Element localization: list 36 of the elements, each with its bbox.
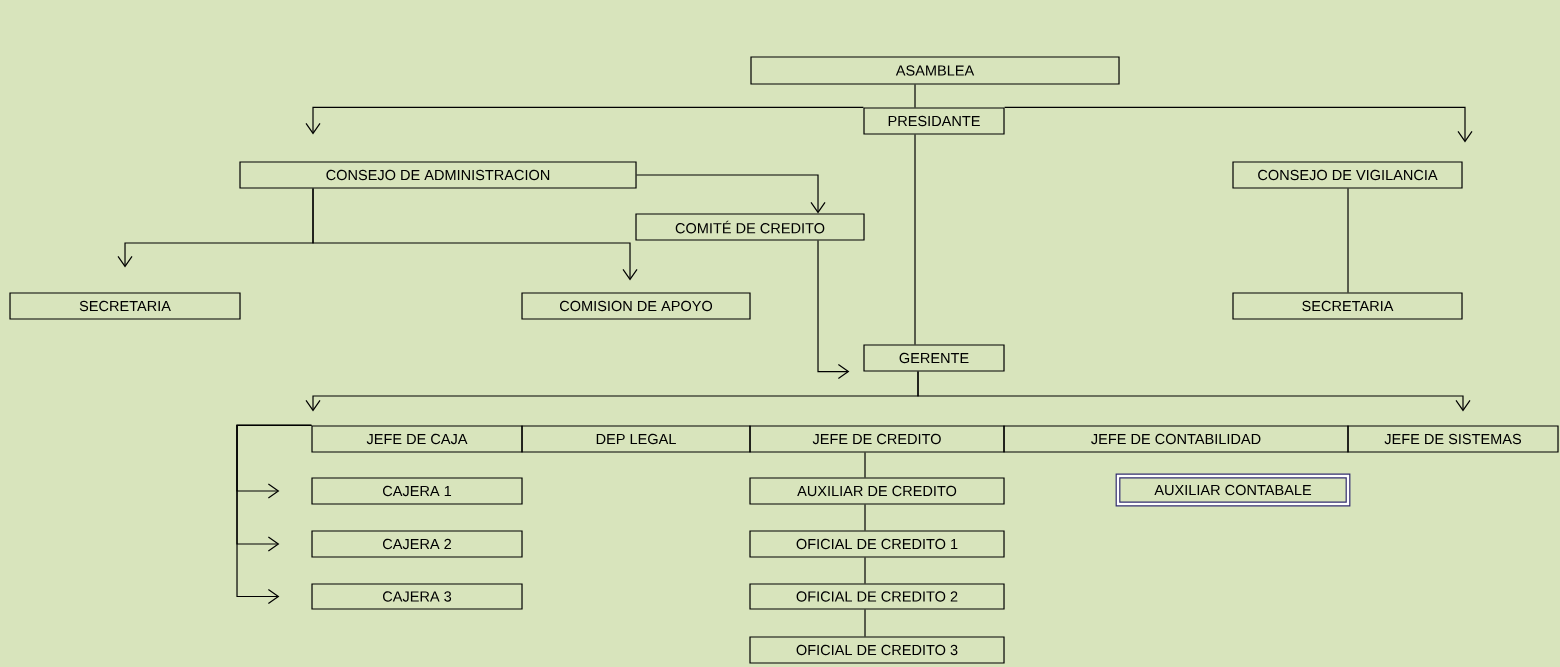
org-box: JEFE DE SISTEMAS (1347, 425, 1559, 453)
org-box: GERENTE (863, 344, 1005, 372)
org-box: CAJERA 3 (311, 583, 523, 610)
arrow (312, 188, 638, 281)
org-box: CONSEJO DE ADMINISTRACION (239, 161, 637, 189)
connector-line (864, 452, 866, 478)
arrow (236, 424, 312, 605)
connector-line (1347, 188, 1349, 293)
org-box: CAJERA 2 (311, 530, 523, 558)
org-box: DEP LEGAL (521, 425, 751, 453)
org-box: ASAMBLEA (750, 56, 1120, 85)
org-box: SECRETARIA (9, 292, 241, 320)
org-box: CAJERA 1 (311, 477, 523, 505)
org-box: AUXILIAR DE CREDITO (749, 477, 1005, 505)
org-box: SECRETARIA (1232, 292, 1463, 320)
connector-line (914, 134, 916, 345)
connector-line (864, 504, 866, 531)
arrow (917, 371, 1471, 412)
arrow (1004, 106, 1473, 143)
org-box: JEFE DE CAJA (311, 425, 523, 453)
org-box: PRESIDANTE (863, 107, 1005, 135)
arrow (817, 240, 850, 380)
org-box: OFICIAL DE CREDITO 2 (749, 583, 1005, 610)
org-box: JEFE DE CREDITO (749, 425, 1005, 453)
connector-line (914, 84, 916, 108)
connector-line (864, 557, 866, 584)
arrow (305, 106, 864, 135)
org-box: COMITÉ DE CREDITO (635, 213, 865, 241)
org-box: OFICIAL DE CREDITO 1 (749, 530, 1005, 558)
org-box: CONSEJO DE VIGILANCIA (1232, 161, 1463, 189)
arrow (636, 174, 826, 214)
org-box: COMISION DE APOYO (521, 292, 751, 320)
connector-line (864, 609, 866, 637)
org-box: JEFE DE CONTABILIDAD (1003, 425, 1349, 453)
org-box: OFICIAL DE CREDITO 3 (749, 636, 1005, 664)
org-box: AUXILIAR CONTABALE (1115, 473, 1351, 507)
